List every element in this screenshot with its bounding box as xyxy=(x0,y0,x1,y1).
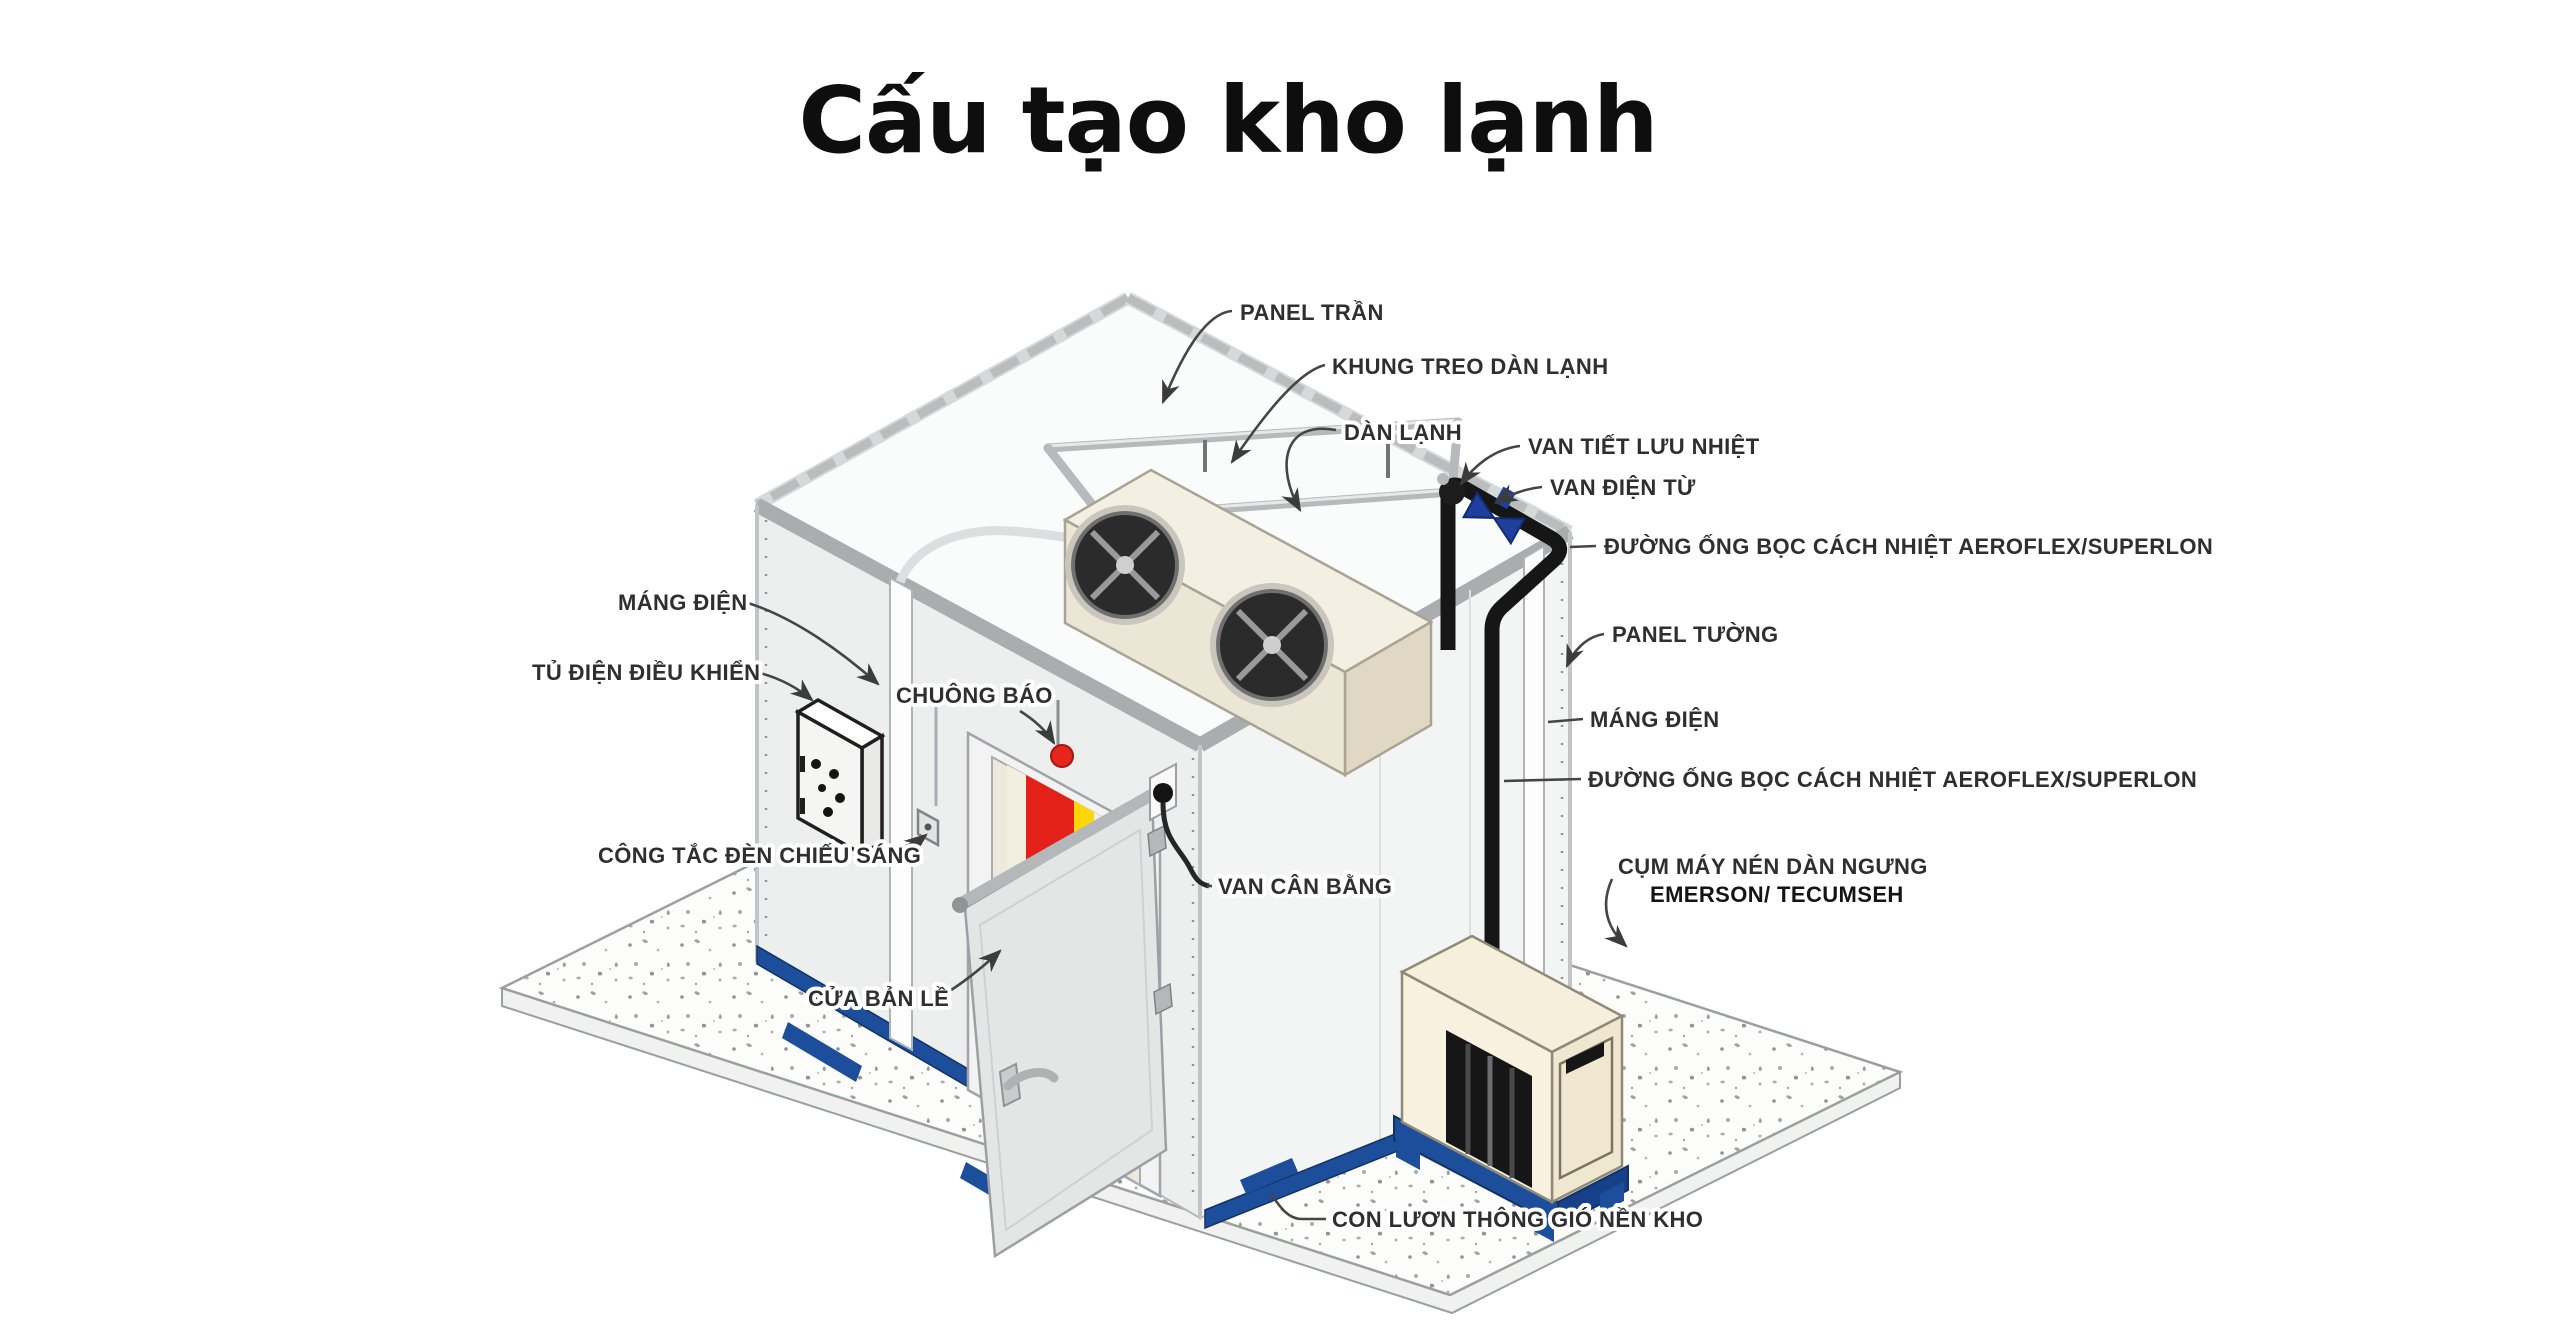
label-duong-ong-tren: ĐƯỜNG ỐNG BỌC CÁCH NHIỆT AEROFLEX/SUPERL… xyxy=(1604,533,2213,559)
cable-trunking-left-wall xyxy=(889,576,913,1052)
leader-panel-tuong xyxy=(1565,632,1605,669)
label-cua-ban-le: CỬA BẢN LỀ xyxy=(808,986,949,1011)
leader-mang-dien-trai xyxy=(747,601,880,686)
cabinet-front xyxy=(796,709,864,857)
label-duong-ong-duoi: ĐƯỜNG ỐNG BỌC CÁCH NHIỆT AEROFLEX/SUPERL… xyxy=(1588,766,2197,792)
door-hinge-bottom xyxy=(1153,982,1173,1016)
labels: PANEL TRẦN KHUNG TREO DÀN LẠNH DÀN LẠNH … xyxy=(528,296,2217,1236)
electrical-trunking xyxy=(889,526,1545,1102)
evaporator-unit xyxy=(1062,468,1434,778)
leader-lines xyxy=(747,309,1628,1221)
label-mang-dien-trai: MÁNG ĐIỆN xyxy=(618,590,748,615)
leader-duong-ong-2 xyxy=(1503,777,1582,783)
label-panel-tuong: PANEL TƯỜNG xyxy=(1612,622,1779,647)
leader-cua-ban-le xyxy=(939,949,1002,999)
leader-con-luon xyxy=(1269,1193,1326,1221)
vent-beam-left xyxy=(782,1022,862,1082)
label-panel-tran: PANEL TRẦN xyxy=(1240,300,1384,325)
label-van-tiet-luu-nhiet: VAN TIẾT LƯU NHIỆT xyxy=(1528,434,1760,459)
page-title: Cấu tạo kho lạnh xyxy=(799,67,1658,174)
control-cabinet xyxy=(794,697,886,858)
label-con-luon: CON LƯƠN THÔNG GIÓ NỀN KHO xyxy=(1332,1207,1703,1232)
door-top-rail xyxy=(952,784,1166,911)
label-mang-dien-phai: MÁNG ĐIỆN xyxy=(1590,707,1720,732)
label-cong-tac-den: CÔNG TẮC ĐÈN CHIẾU SÁNG xyxy=(598,843,921,868)
label-van-can-bang: VAN CÂN BẰNG xyxy=(1218,874,1392,899)
evaporator-fan-1 xyxy=(1065,505,1185,625)
label-khung-treo-dan-lanh: KHUNG TREO DÀN LẠNH xyxy=(1332,354,1608,379)
leader-van-dien-tu xyxy=(1493,484,1543,505)
leader-panel-tran xyxy=(1161,309,1233,405)
condensing-unit xyxy=(1393,934,1629,1242)
balance-valve-tube xyxy=(1160,802,1210,889)
evaporator-fan-2 xyxy=(1210,583,1334,707)
leader-cum-may-nen xyxy=(1604,878,1628,948)
leader-van-tiet-luu xyxy=(1459,444,1521,486)
alarm-bell xyxy=(1050,744,1074,768)
leader-dan-lanh xyxy=(1281,427,1337,513)
leader-tu-dien xyxy=(759,671,814,702)
label-tu-dien-dieu-khien: TỦ ĐIỆN ĐIỀU KHIỂN xyxy=(532,660,760,685)
door-handle xyxy=(998,1062,1059,1108)
balance-valve xyxy=(1149,762,1210,889)
door-hinge-top xyxy=(1147,824,1167,858)
vent-beam-front xyxy=(1240,1158,1298,1194)
condensing-unit-skid xyxy=(1393,1114,1629,1242)
leader-mang-dien-phai xyxy=(1547,717,1584,724)
roof-beam-front-left xyxy=(753,498,1204,752)
door-assembly xyxy=(952,730,1173,1259)
leader-khung-treo xyxy=(1230,363,1326,464)
thermal-expansion-valve xyxy=(1439,479,1465,505)
label-cum-may-nen-brand: EMERSON/ TECUMSEH xyxy=(1650,882,1904,907)
leader-cong-tac xyxy=(873,833,928,856)
label-dan-lanh: DÀN LẠNH xyxy=(1344,420,1462,445)
label-cum-may-nen: CỤM MÁY NÉN DÀN NGƯNG xyxy=(1618,854,1928,879)
leader-chuong-bao xyxy=(1019,709,1056,745)
label-van-dien-tu: VAN ĐIỆN TỪ xyxy=(1550,475,1696,500)
access-vent-slot xyxy=(1566,1042,1604,1074)
leader-duong-ong-1 xyxy=(1569,544,1597,549)
label-chuong-bao: CHUÔNG BÁO xyxy=(896,683,1053,708)
